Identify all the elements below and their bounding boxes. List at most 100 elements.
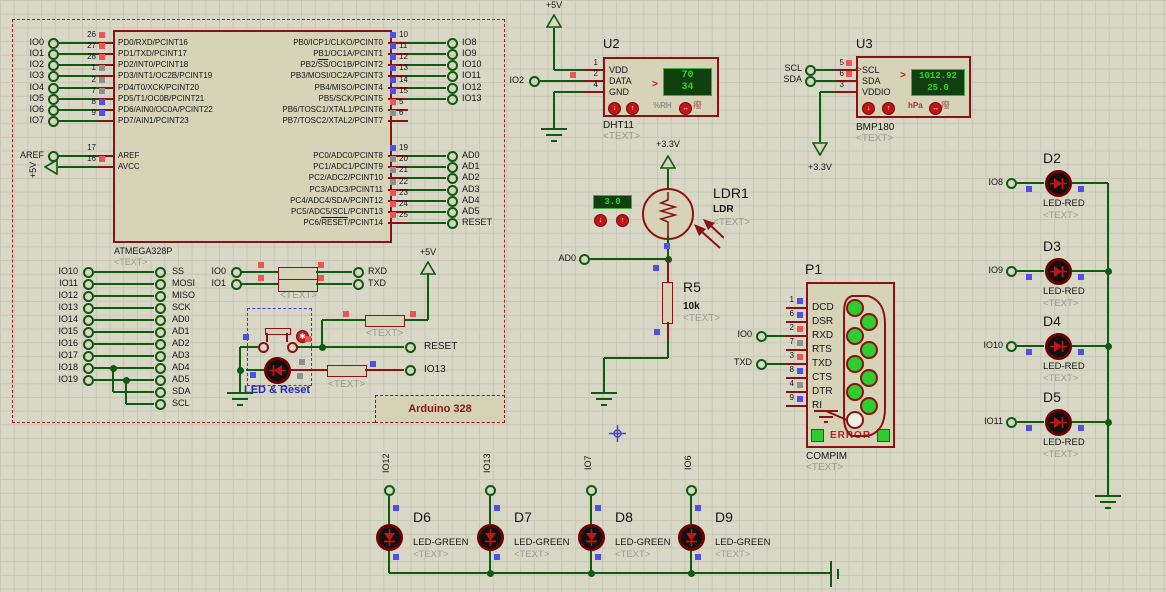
SDA-terminal[interactable] (154, 386, 166, 398)
IO16-terminal[interactable] (82, 338, 94, 350)
IO2-terminal[interactable] (528, 75, 540, 87)
AD1-terminal[interactable] (446, 161, 458, 173)
IO19-terminal[interactable] (82, 374, 94, 386)
IO17-terminal[interactable] (82, 350, 94, 362)
AD3-terminal[interactable] (154, 350, 166, 362)
AD2-terminal[interactable] (154, 338, 166, 350)
AD5-terminal[interactable] (154, 374, 166, 386)
RXD-terminal[interactable] (352, 266, 364, 278)
D7-led[interactable] (476, 523, 504, 551)
AREF-terminal-label: AREF (19, 150, 44, 160)
pin-number: 16 (87, 154, 96, 163)
AD3-terminal[interactable] (446, 184, 458, 196)
IO8-terminal[interactable] (1005, 177, 1017, 189)
SS-terminal[interactable] (154, 266, 166, 278)
IO14-terminal[interactable] (82, 314, 94, 326)
dht11-dec-button[interactable]: ↓ (608, 102, 621, 115)
SCK-terminal[interactable] (154, 302, 166, 314)
IO13-terminal[interactable] (446, 93, 458, 105)
arduino-328-box[interactable]: Arduino 328 (375, 395, 505, 423)
MOSI-terminal[interactable] (154, 278, 166, 290)
atmega328p-chip[interactable] (113, 30, 392, 243)
reset-button-terminal[interactable] (257, 341, 269, 353)
IO2-terminal[interactable] (47, 59, 59, 71)
AD4-terminal[interactable] (154, 362, 166, 374)
D6-led[interactable] (375, 523, 403, 551)
wire (98, 87, 113, 89)
IO13-terminal[interactable] (82, 302, 94, 314)
state-square-blue (1078, 274, 1084, 280)
ldr-dec-button[interactable]: ↓ (594, 214, 607, 227)
IO12-terminal[interactable] (82, 290, 94, 302)
ldr-photoresistor[interactable] (642, 188, 694, 240)
SCL-terminal[interactable] (804, 64, 816, 76)
D5-led[interactable] (1044, 408, 1072, 436)
IO1-terminal[interactable] (47, 48, 59, 60)
MISO-terminal[interactable] (154, 290, 166, 302)
IO11-terminal[interactable] (82, 278, 94, 290)
bmp180-dec-button[interactable]: ↓ (862, 102, 875, 115)
reset-button-terminal[interactable] (286, 341, 298, 353)
AD5-terminal[interactable] (446, 206, 458, 218)
reset-led[interactable] (263, 356, 291, 384)
dht11-mode-button[interactable]: ↔ (679, 102, 692, 115)
IO4-terminal[interactable] (47, 82, 59, 94)
IO0-terminal[interactable] (230, 266, 242, 278)
AD2-terminal[interactable] (446, 172, 458, 184)
SDA-terminal[interactable] (804, 75, 816, 87)
D4-led[interactable] (1044, 332, 1072, 360)
IO6-terminal[interactable] (685, 484, 697, 496)
IO0-terminal[interactable] (755, 330, 767, 342)
reset-button-bar[interactable] (265, 328, 291, 335)
IO15-terminal[interactable] (82, 326, 94, 338)
serial-resistor-txd[interactable] (278, 278, 318, 292)
D8-led[interactable] (577, 523, 605, 551)
IO7-terminal[interactable] (585, 484, 597, 496)
red-led-ground-icon (1094, 493, 1122, 510)
AD0-terminal[interactable] (154, 314, 166, 326)
state-square-red (99, 32, 105, 38)
chip-pin-label: PD3/INT1/OC2B/PCINT19 (118, 71, 213, 80)
IO5-terminal[interactable] (47, 93, 59, 105)
AD0-terminal[interactable] (446, 150, 458, 162)
D3-led[interactable] (1044, 257, 1072, 285)
TXD-terminal[interactable] (352, 278, 364, 290)
IO12-terminal[interactable] (446, 82, 458, 94)
IO11-terminal[interactable] (1005, 416, 1017, 428)
TXD-terminal[interactable] (755, 358, 767, 370)
IO10-terminal[interactable] (82, 266, 94, 278)
reset-pullup-resistor[interactable] (365, 315, 405, 327)
IO9-terminal[interactable] (446, 48, 458, 60)
RESET-terminal[interactable] (404, 341, 416, 353)
dht11-inc-button[interactable]: ↑ (626, 102, 639, 115)
AD4-terminal[interactable] (446, 195, 458, 207)
io13-resistor[interactable] (327, 365, 367, 377)
D2-led[interactable] (1044, 169, 1072, 197)
IO10-terminal-label: IO10 (462, 59, 482, 69)
SCL-terminal[interactable] (154, 398, 166, 410)
ldr-inc-button[interactable]: ↑ (616, 214, 629, 227)
IO1-terminal[interactable] (230, 278, 242, 290)
IO3-terminal[interactable] (47, 70, 59, 82)
AREF-terminal[interactable] (47, 150, 59, 162)
IO18-terminal[interactable] (82, 362, 94, 374)
RESET-terminal[interactable] (446, 217, 458, 229)
IO7-terminal[interactable] (47, 115, 59, 127)
IO0-terminal[interactable] (47, 37, 59, 49)
IO11-terminal[interactable] (446, 70, 458, 82)
IO8-terminal[interactable] (446, 37, 458, 49)
AD1-terminal[interactable] (154, 326, 166, 338)
bmp180-inc-button[interactable]: ↑ (882, 102, 895, 115)
D9-led[interactable] (677, 523, 705, 551)
IO10-terminal[interactable] (446, 59, 458, 71)
r5-resistor[interactable] (662, 282, 673, 324)
AD0-terminal[interactable] (578, 253, 590, 265)
wire (408, 87, 446, 89)
IO13-terminal[interactable] (484, 484, 496, 496)
IO13-terminal[interactable] (404, 364, 416, 376)
IO6-terminal[interactable] (47, 104, 59, 116)
bmp180-mode-button[interactable]: ↔ (929, 102, 942, 115)
IO10-terminal[interactable] (1005, 340, 1017, 352)
IO9-terminal[interactable] (1005, 265, 1017, 277)
IO12-terminal[interactable] (383, 484, 395, 496)
